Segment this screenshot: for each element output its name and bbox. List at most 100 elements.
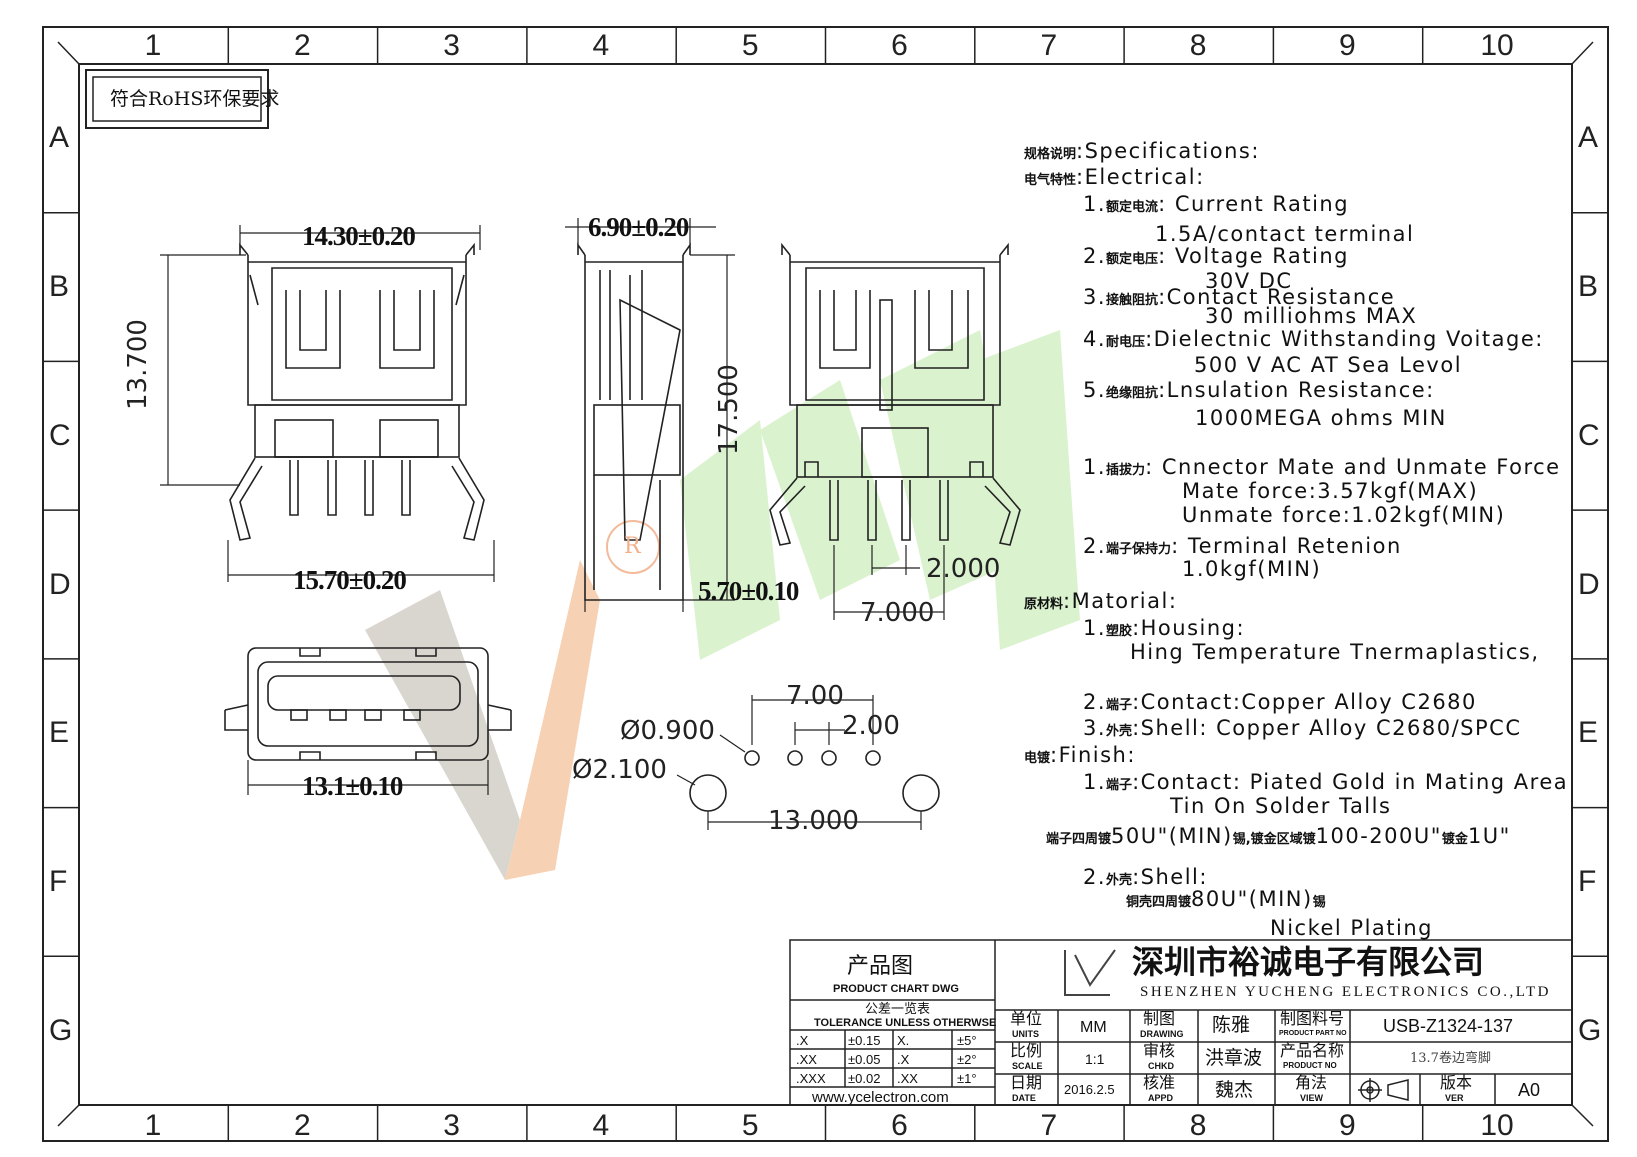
dim-side-top: 6.90±0.20	[588, 212, 689, 242]
spec-text: 2.	[1083, 534, 1107, 558]
tb-pname-en: PRODUCT NO	[1283, 1061, 1337, 1070]
spec-text: : Voltage Rating	[1158, 244, 1349, 268]
grid-row-label-right: D	[1578, 567, 1600, 601]
tb-product-chart-cn: 产品图	[847, 954, 914, 979]
spec-text: Tin On Solder Talls	[1170, 794, 1392, 818]
dim-rear-span: 7.000	[860, 598, 935, 628]
grid-row-label-left: G	[49, 1013, 73, 1047]
spec-line: 2.额定电压: Voltage Rating	[1083, 246, 1349, 267]
dim-bottom-width: 13.1±0.10	[302, 771, 403, 801]
grid-row-label-left: F	[49, 864, 68, 898]
spec-text: 1.	[1083, 770, 1107, 794]
spec-line: 1.端子:Contact: Piated Gold in Mating Area	[1083, 772, 1568, 793]
spec-text: 1.	[1083, 455, 1107, 479]
spec-cn-label: 额定电压	[1106, 252, 1159, 267]
tolerance-cell: ±0.02	[848, 1071, 881, 1086]
tolerance-cell: ±5°	[957, 1033, 977, 1048]
spec-cn-label: 绝缘阻抗	[1106, 386, 1159, 401]
grid-col-label-bottom: 1	[144, 1109, 162, 1142]
rohs-box-outer	[85, 69, 269, 129]
spec-text: : Cnnector Mate and Unmate Force	[1145, 455, 1561, 479]
grid-row-label-right: B	[1578, 270, 1599, 304]
spec-text: 2.	[1083, 690, 1107, 714]
tb-units-cn: 单位	[1010, 1011, 1043, 1028]
spec-line: 电气特性:Electrical:	[1024, 167, 1205, 188]
spec-line: Mate force:3.57kgf(MAX)	[1182, 481, 1478, 502]
title-block-lines	[789, 939, 1573, 1106]
grid-row-label-right: A	[1578, 121, 1599, 155]
rohs-box-inner	[92, 76, 262, 122]
tb-drawing-cn: 制图	[1143, 1011, 1176, 1028]
spec-text: Nickel Plating	[1270, 916, 1434, 940]
tb-ver-en: VER	[1445, 1093, 1464, 1103]
tb-units-en: UNITS	[1012, 1029, 1039, 1039]
tb-company-en: SHENZHEN YUCHENG ELECTRONICS CO.,LTD	[1140, 984, 1551, 1000]
spec-line: 端子四周镀50U"(MIN)锡,镀金区域镀100-200U"镀金1U"	[1046, 826, 1511, 847]
spec-text: : Current Rating	[1158, 192, 1350, 216]
grid-col-label-bottom: 8	[1189, 1109, 1207, 1142]
spec-cn-label: 耐电压	[1106, 335, 1146, 350]
spec-line: 5.绝缘阻抗:Lnsulation Resistance:	[1083, 380, 1435, 401]
spec-text: :Specifications:	[1076, 139, 1260, 163]
spec-text: 1000MEGA ohms MIN	[1195, 406, 1447, 430]
spec-text: 3.	[1083, 716, 1107, 740]
tb-part-no-en: PRODUCT PART NO	[1279, 1030, 1347, 1037]
spec-line: 3.外壳:Shell: Copper Alloy C2680/SPCC	[1083, 718, 1522, 739]
tb-appd-en: APPD	[1148, 1093, 1174, 1103]
spec-text: 2.	[1083, 244, 1107, 268]
tb-drawing-val: 陈雅	[1212, 1014, 1251, 1036]
tolerance-cell: .X	[796, 1033, 809, 1048]
grid-col-label-top: 9	[1339, 29, 1356, 62]
grid-row-label-left: D	[49, 567, 71, 601]
tb-date-val: 2016.2.5	[1064, 1082, 1115, 1097]
company-logo-icon	[1064, 949, 1116, 996]
spec-cn-label: 接触阻抗	[1106, 293, 1159, 308]
spec-text: :Shell:	[1132, 865, 1208, 889]
spec-text: 30V DC	[1205, 269, 1293, 293]
spec-cn-label: 外壳	[1106, 724, 1133, 739]
dim-hole-large-span: 13.000	[768, 806, 859, 836]
tolerance-cell: ±2°	[957, 1052, 977, 1067]
spec-text: 1.0kgf(MIN)	[1182, 557, 1322, 581]
spec-text: :Dielectnic Withstanding Voitage:	[1145, 327, 1544, 351]
tb-scale-cn: 比例	[1010, 1043, 1043, 1060]
dim-front-width: 14.30±0.20	[302, 221, 416, 251]
grid-row-label-left: B	[49, 270, 70, 304]
spec-cn-label: 电气特性	[1024, 173, 1077, 188]
dim-hole-large-dia: Ø2.100	[572, 755, 667, 785]
tolerance-cell: .X	[897, 1052, 910, 1067]
tolerance-cell: ±0.05	[848, 1052, 881, 1067]
spec-line: 2.端子:Contact:Copper Alloy C2680	[1083, 692, 1477, 713]
rear-dim-lines	[833, 545, 945, 620]
grid-row-label-right: G	[1578, 1013, 1602, 1047]
spec-text: :Housing:	[1132, 616, 1246, 640]
tolerance-cell: .XXX	[796, 1071, 826, 1086]
tolerance-cell: .XX	[897, 1071, 918, 1086]
spec-line: 铜壳四周镀80U"(MIN)锡	[1126, 889, 1326, 910]
grid-col-label-bottom: 7	[1040, 1109, 1058, 1142]
rear-view	[769, 242, 1021, 546]
spec-text: :Matorial:	[1063, 589, 1178, 613]
spec-cn-label: 规格说明	[1024, 147, 1077, 162]
tb-pname-val: 13.7卷边弯脚	[1410, 1051, 1491, 1066]
tb-scale-val: 1:1	[1085, 1051, 1105, 1067]
grid-col-label-top: 4	[592, 29, 610, 62]
spec-line: 2.外壳:Shell:	[1083, 867, 1208, 888]
tb-view-cn: 角法	[1295, 1075, 1328, 1092]
dim-front-base-width: 15.70±0.20	[293, 565, 407, 595]
tb-drawing-en: DRAWING	[1140, 1029, 1184, 1039]
spec-text: :Electrical:	[1076, 165, 1205, 189]
spec-line: Unmate force:1.02kgf(MIN)	[1182, 505, 1505, 526]
top-dim-lines	[247, 760, 489, 795]
grid-col-label-bottom: 5	[741, 1109, 759, 1142]
spec-cn-label: 塑胶	[1106, 624, 1133, 639]
spec-text: 4.	[1083, 327, 1107, 351]
hole-dim-lines	[676, 695, 922, 830]
spec-line: 1.0kgf(MIN)	[1182, 559, 1321, 580]
grid-col-label-top: 7	[1040, 29, 1058, 62]
tb-part-no-cn: 制图料号	[1280, 1011, 1345, 1028]
spec-text: :Contact: Piated Gold in Mating Area	[1132, 770, 1569, 794]
grid-col-label-bottom: 3	[443, 1109, 460, 1142]
